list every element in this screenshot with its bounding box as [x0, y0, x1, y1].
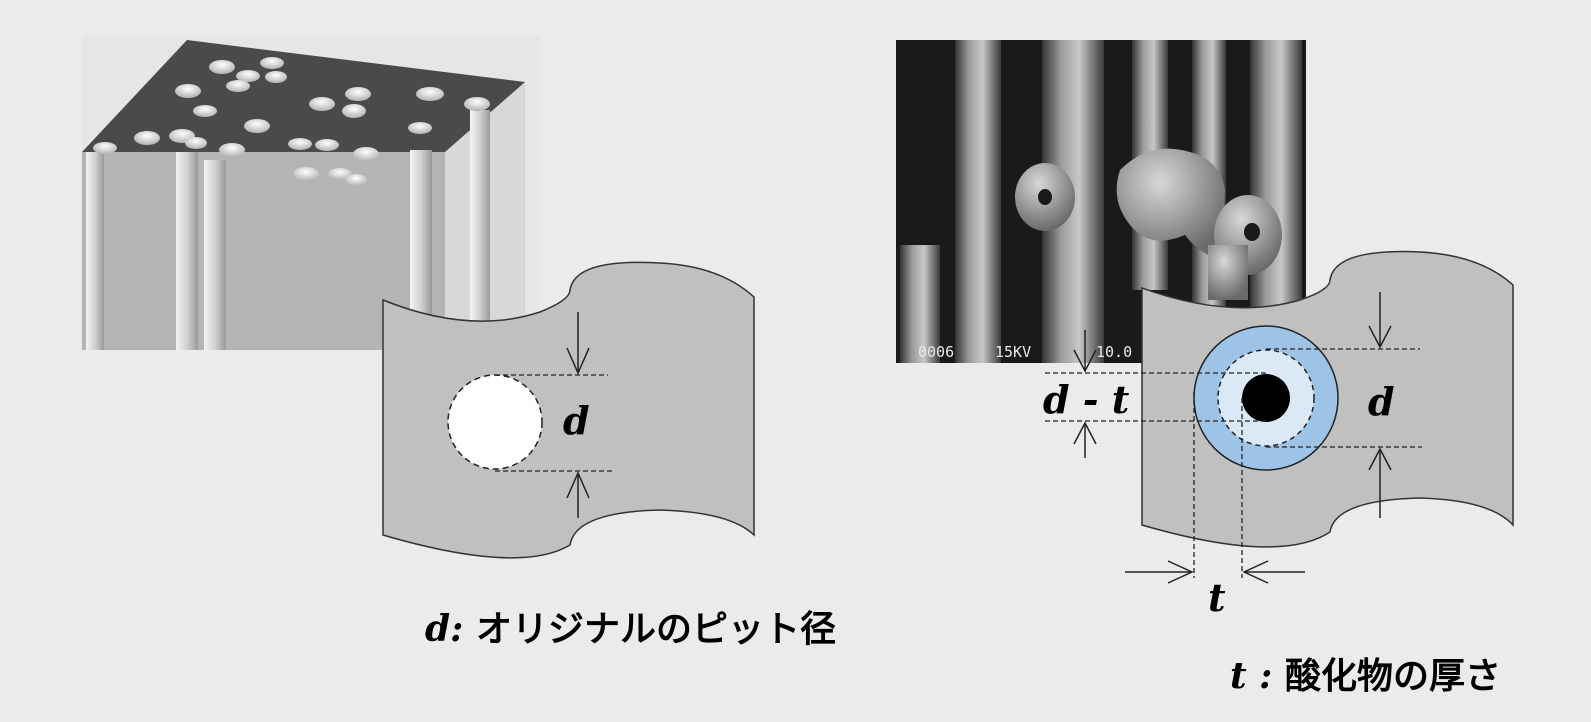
pore-openings — [93, 57, 490, 186]
sem-code: 0006 — [918, 343, 954, 361]
right-caption-text: 酸化物の厚さ — [1272, 656, 1501, 697]
right-caption-symbol: t : — [1230, 655, 1272, 697]
dimension-arrows-right — [1073, 292, 1392, 584]
label-d-minus-t: d - t — [1043, 377, 1130, 422]
left-caption-symbol: d: — [425, 608, 463, 650]
pit-hole — [447, 374, 543, 470]
right-caption: t : 酸化物の厚さ — [1230, 655, 1501, 697]
dimension-arrows-left — [566, 312, 590, 518]
label-t: t — [1208, 575, 1226, 620]
label-d-left: d — [563, 398, 590, 443]
left-caption-text: オリジナルのピット径 — [463, 609, 836, 650]
remaining-pore — [1242, 374, 1290, 422]
sem-micrograph: 0006 15KV 10.0 — [896, 40, 1306, 363]
label-d-right: d — [1368, 379, 1395, 424]
pit-wall-left: d — [382, 261, 755, 559]
left-caption: d: オリジナルのピット径 — [425, 608, 836, 650]
sem-scale: 10.0 — [1096, 343, 1132, 361]
sem-voltage: 15KV — [995, 343, 1031, 361]
porous-block-illustration — [82, 35, 540, 350]
dimension-lines-right — [1045, 348, 1422, 578]
pit-wall-right: d - t d t — [1043, 250, 1514, 620]
